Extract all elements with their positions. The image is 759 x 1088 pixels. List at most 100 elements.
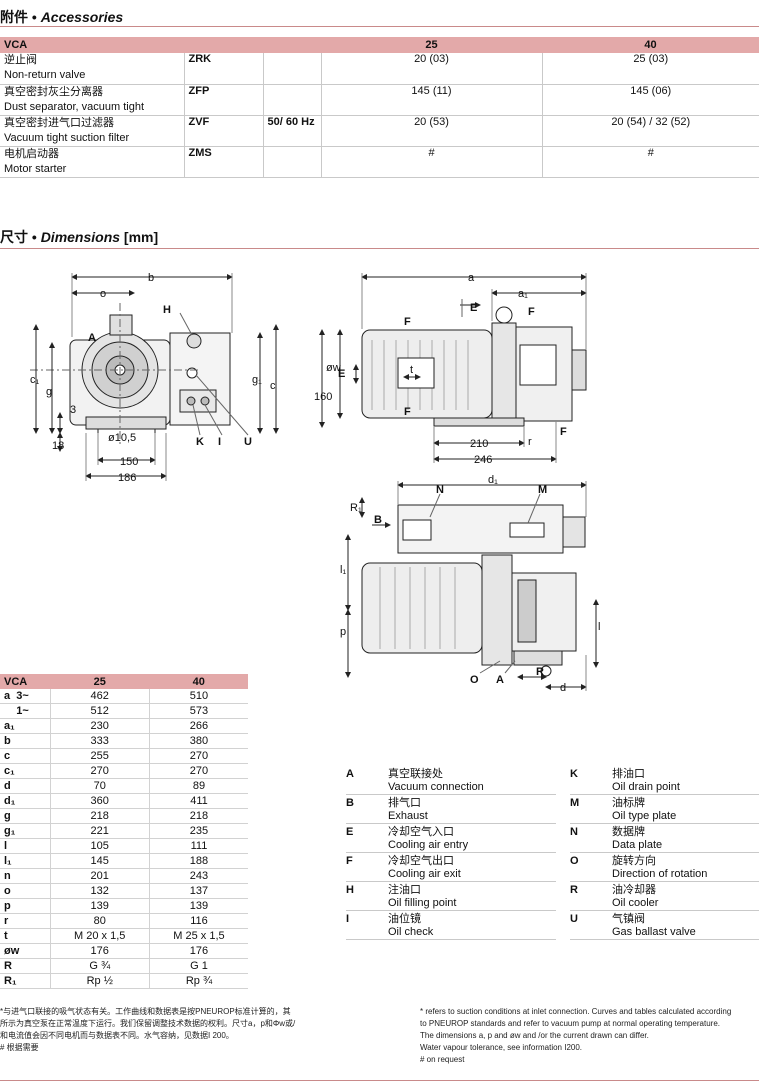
dimension-key: g bbox=[0, 808, 50, 824]
note-cn-line: # 根据需要 bbox=[0, 1043, 39, 1052]
dimension-value-40: 270 bbox=[148, 763, 248, 779]
accessory-value-25: # bbox=[320, 146, 542, 178]
accessory-name-en: Dust separator, vacuum tight bbox=[4, 100, 145, 113]
legend-key: E bbox=[346, 826, 354, 838]
accessory-frequency bbox=[262, 84, 321, 116]
note-cn-line: 所示为真空泵在正常温度下运行。我们保留调整技术数据的权利。尺寸a，p和Φw或/ bbox=[0, 1019, 296, 1028]
label-o: o bbox=[100, 288, 106, 300]
legend-cn: 油标牌 bbox=[612, 797, 645, 809]
legend-cn: 冷却空气入口 bbox=[388, 826, 454, 838]
accessory-value-25: 20 (53) bbox=[320, 115, 542, 147]
dimension-key: R₁ bbox=[0, 973, 50, 989]
header-25: 25 bbox=[321, 37, 542, 53]
label-ow: øw bbox=[326, 362, 341, 374]
dimension-value-40: 116 bbox=[148, 913, 248, 929]
legend-cn: 气镇阀 bbox=[612, 913, 645, 925]
dimension-key: g₁ bbox=[0, 823, 50, 839]
accessory-value-40: # bbox=[541, 146, 759, 178]
label-N: N bbox=[436, 484, 444, 496]
dimension-value-25: 80 bbox=[49, 913, 150, 929]
label-3: 3 bbox=[70, 404, 76, 416]
dimension-key: o bbox=[0, 883, 50, 899]
dimension-value-25: 139 bbox=[49, 898, 150, 914]
label-A-top: A bbox=[496, 674, 504, 686]
label-F-bottom-right: F bbox=[560, 426, 567, 438]
accessory-value-40: 20 (54) / 32 (52) bbox=[541, 115, 759, 147]
legend-key: B bbox=[346, 797, 354, 809]
notes-en: * refers to suction conditions at inlet … bbox=[420, 1006, 759, 1066]
accessory-value-40: 145 (06) bbox=[541, 84, 759, 116]
label-210: 210 bbox=[470, 438, 488, 450]
label-hole: ø10,5 bbox=[108, 432, 136, 444]
note-en-line: The dimensions a, p and øw and /or the c… bbox=[420, 1031, 649, 1040]
dimension-value-40: 111 bbox=[148, 838, 248, 854]
dimension-value-25: 70 bbox=[49, 778, 150, 794]
label-a: a bbox=[468, 272, 475, 284]
dimension-value-25: 218 bbox=[49, 808, 150, 824]
side-view bbox=[319, 273, 587, 463]
dimension-value-25: 201 bbox=[49, 868, 150, 884]
dimension-value-25: 333 bbox=[49, 733, 150, 749]
label-g1: g₁ bbox=[252, 374, 262, 386]
dimension-value-40: 176 bbox=[148, 943, 248, 959]
legend-en: Oil check bbox=[388, 926, 434, 938]
legend-cn: 排气口 bbox=[388, 797, 421, 809]
label-M: M bbox=[538, 484, 547, 496]
legend-key: K bbox=[570, 768, 578, 780]
dimension-value-40: M 25 x 1,5 bbox=[148, 928, 248, 944]
accessory-name-cn: 逆止阀 bbox=[4, 54, 37, 66]
label-F-top-right: F bbox=[528, 306, 535, 318]
legend-en: Direction of rotation bbox=[612, 868, 708, 880]
header-40: 40 bbox=[542, 37, 759, 53]
title-separator: • bbox=[28, 229, 41, 245]
label-c1: c₁ bbox=[30, 374, 40, 386]
dimension-key: r bbox=[0, 913, 50, 929]
dimension-value-40: 243 bbox=[148, 868, 248, 884]
dimension-key: d₁ bbox=[0, 793, 50, 809]
bottom-divider bbox=[0, 1080, 759, 1081]
label-d1: d₁ bbox=[488, 474, 498, 486]
dimensions-title-cn: 尺寸 bbox=[0, 229, 28, 245]
label-186: 186 bbox=[118, 472, 136, 484]
accessory-value-40: 25 (03) bbox=[541, 53, 759, 85]
legend-cn: 数据牌 bbox=[612, 826, 645, 838]
legend-cn: 旋转方向 bbox=[612, 855, 656, 867]
dimension-value-25: 145 bbox=[49, 853, 150, 869]
accessory-name-en: Vacuum tight suction filter bbox=[4, 131, 130, 144]
accessory-name-cn: 真空密封进气口过滤器 bbox=[4, 116, 114, 129]
dimension-value-25: 255 bbox=[49, 748, 150, 764]
legend-en: Oil type plate bbox=[612, 810, 677, 822]
label-H: H bbox=[163, 304, 171, 316]
legend-en: Cooling air entry bbox=[388, 839, 469, 851]
legend-key: O bbox=[570, 855, 579, 867]
legend-key: N bbox=[570, 826, 578, 838]
legend-cn: 排油口 bbox=[612, 768, 645, 780]
label-l1: l₁ bbox=[340, 564, 346, 576]
dimension-value-40: 235 bbox=[148, 823, 248, 839]
divider bbox=[0, 248, 759, 249]
note-en-line: * refers to suction conditions at inlet … bbox=[420, 1007, 732, 1016]
dimension-key: a 3~ bbox=[0, 689, 50, 704]
